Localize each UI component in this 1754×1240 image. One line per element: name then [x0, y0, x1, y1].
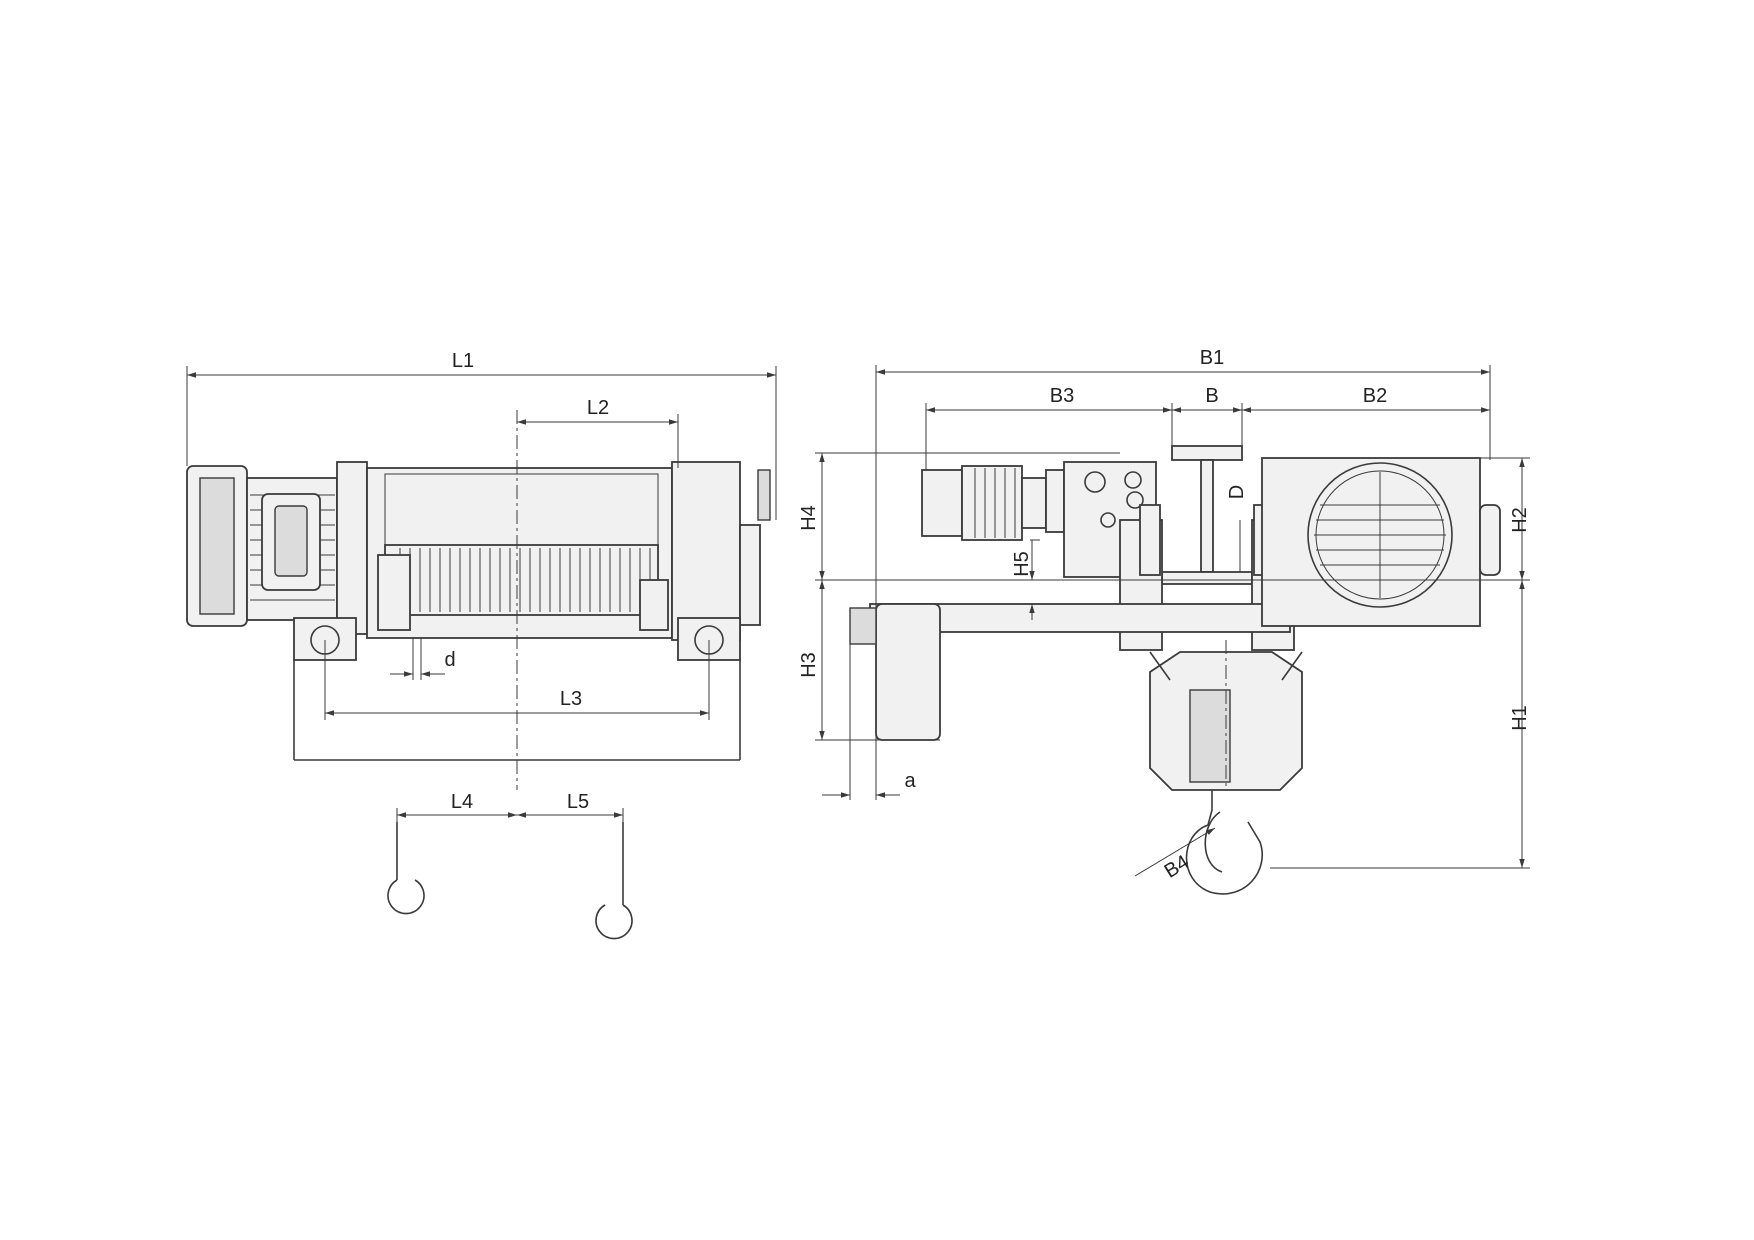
front-view [849, 445, 1501, 895]
label-L1: L1 [452, 350, 474, 372]
label-B4: B4 [1161, 851, 1193, 883]
label-H5: H5 [1011, 551, 1033, 577]
side-view [186, 410, 771, 940]
label-d: d [444, 649, 455, 671]
label-L3: L3 [560, 688, 582, 710]
label-H4: H4 [798, 505, 820, 531]
label-H1: H1 [1509, 705, 1531, 731]
label-H3: H3 [798, 652, 820, 678]
label-H2: H2 [1509, 507, 1531, 533]
label-B3: B3 [1050, 385, 1074, 407]
dimension-labels: L1 L2 L3 d L4 L5 B1 B3 B B2 B4 D H4 H2 H… [444, 347, 1531, 883]
label-a: a [904, 770, 916, 792]
label-L5: L5 [567, 791, 589, 813]
label-L4: L4 [451, 791, 473, 813]
label-D: D [1226, 485, 1248, 499]
label-B2: B2 [1363, 385, 1387, 407]
label-B1: B1 [1200, 347, 1224, 369]
label-B: B [1205, 385, 1218, 407]
label-L2: L2 [587, 397, 609, 419]
dimension-lines [186, 365, 1530, 877]
